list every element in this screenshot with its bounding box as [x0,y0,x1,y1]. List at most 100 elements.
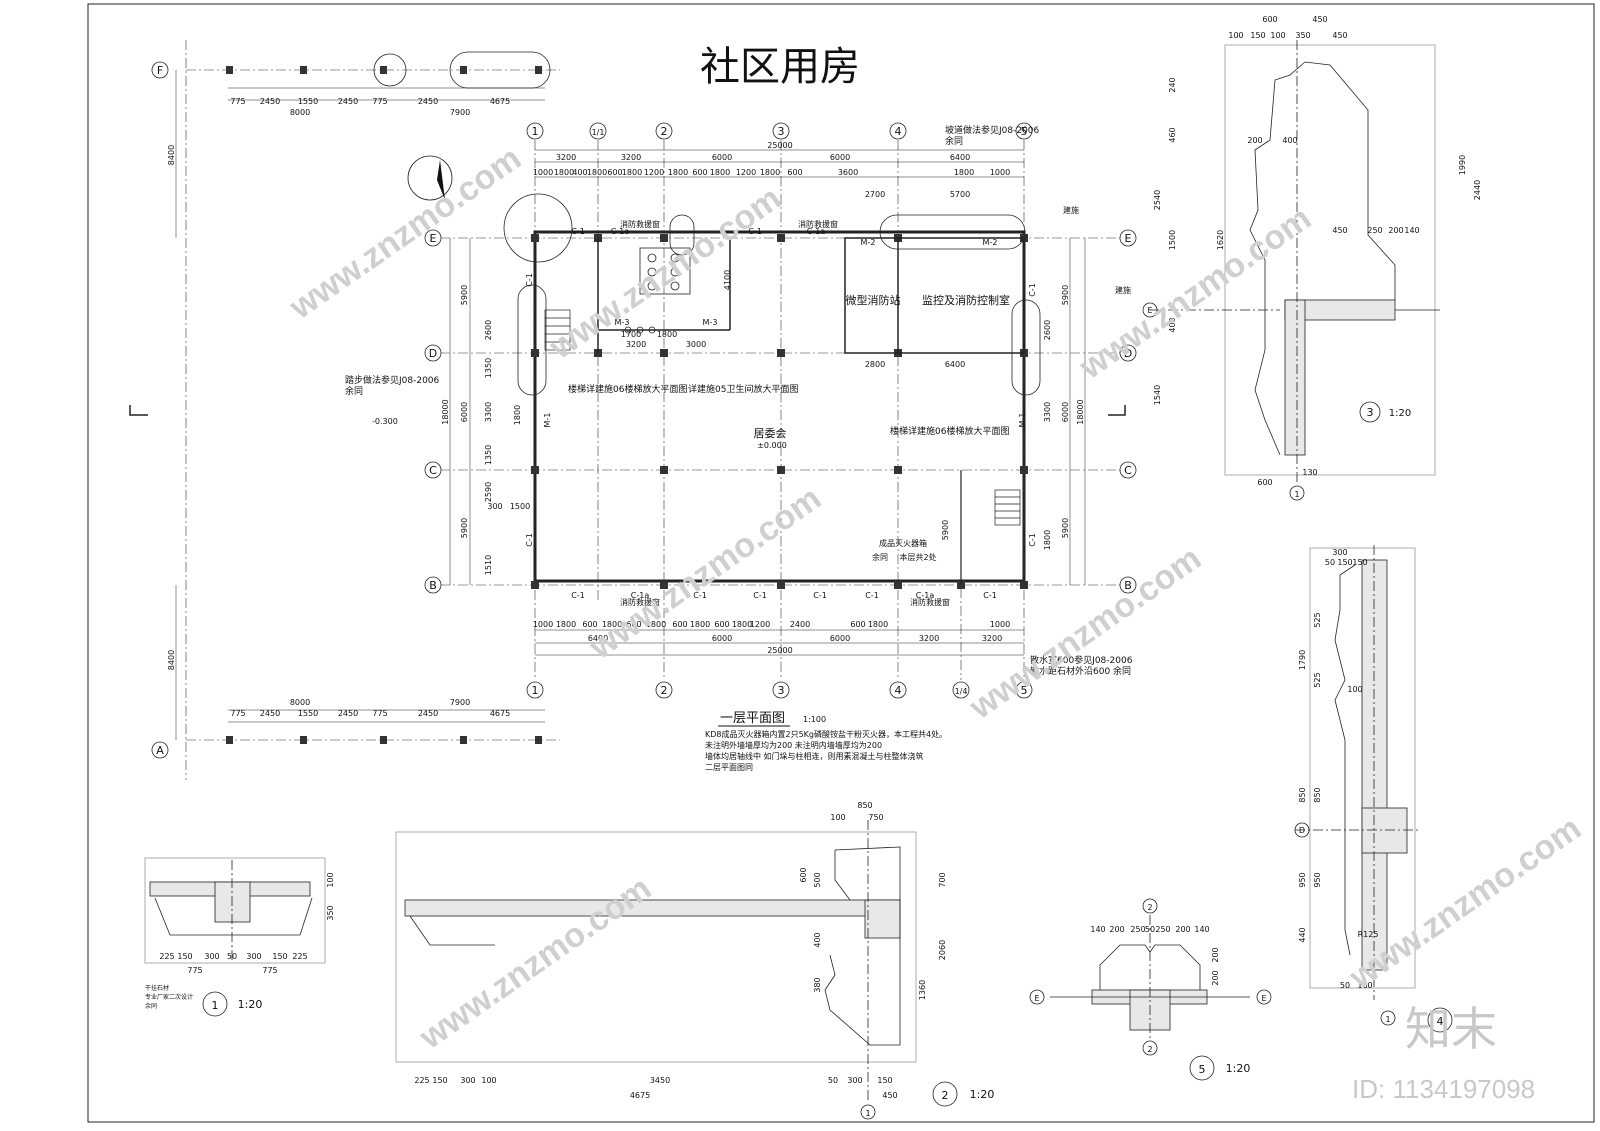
door-tag: M-1 [543,413,552,428]
detail2-dim: 300 [847,1076,862,1085]
detail4-dim: 300 [1332,548,1347,557]
note-line: KD8成品灭火器箱内置2只5Kg磷酸铵盐干粉灭火器，本工程共4处。 [705,729,947,739]
plan-label: 一层平面图 [720,711,785,726]
window-tag: C-1 [865,591,879,600]
dim-lower-small: 1000 [533,620,553,629]
dim-bottom-span: 6000 [712,634,732,643]
detail4-dim: 950 [1298,872,1307,887]
dim-outer-row: 2450 [418,97,438,106]
detail5-axis: 2 [1147,903,1152,912]
axis-row-B-right: B [1124,579,1132,592]
dim-misc: 2590 [484,482,493,502]
detail5-axis: 2 [1147,1045,1152,1054]
detail3-dim: 1540 [1153,385,1162,405]
dim-upper-small: 1800 [587,168,607,177]
extinguisher-note: 余同 [872,552,888,562]
plan-caption: 一层平面图 1:100 KD8成品灭火器箱内置2只5Kg磷酸铵盐干粉灭火器，本工… [705,711,947,772]
detail5-scale: 1:20 [1226,1062,1251,1075]
dim-top-span: 6400 [950,153,970,162]
window-tag: C-1 [571,227,585,236]
dim-room: 2800 [865,360,885,369]
detail1-dim: 775 [262,966,277,975]
elevation-mark: ±0.000 [757,441,787,450]
dim-lower-small: 600 [714,620,729,629]
ref-apron: 散水宽600参见J08-2006 [1030,654,1133,666]
detail-4 [1294,545,1453,1033]
detail2-axis: 1 [865,1109,870,1118]
dim-misc: 1510 [484,555,493,575]
ref-mark: 建施 [1115,285,1131,295]
dim-upper-small: 1800 [954,168,974,177]
detail3-scale: 1:20 [1389,408,1411,419]
detail2-dim: 150 [432,1076,447,1085]
elevation-outside: -0.300 [372,417,398,426]
dim-top-span: 3200 [556,153,576,162]
room-labels: 微型消防站 监控及消防控制室 居委会 ±0.000 成品灭火器箱 余同 本层共2… [620,219,1010,607]
dim-upper-small: 1000 [990,168,1010,177]
detail3-dim: 2440 [1473,180,1482,200]
dim-upper-small: 1800 [622,168,642,177]
dim-upper-small: 1800 [710,168,730,177]
dim-bottom-total: 25000 [767,646,792,655]
detail1-dim: 350 [326,905,335,920]
axis-row-E: E [430,232,437,245]
dim-bottom-span: 3200 [919,634,939,643]
ref-step: 踏步做法参见J08-2006 [345,374,440,386]
ref-stair-right: 楼梯详建施06楼梯放大平面图 [890,425,1009,437]
dim-outer-h2: 7900 [450,108,470,117]
dim-misc: 1800 [513,405,522,425]
detail5-dim: 140 [1194,925,1209,934]
detail2-dim: 400 [813,932,822,947]
detail5-dim: 200 [1175,925,1190,934]
detail1-note: 专业厂家二次设计 [145,993,193,1001]
dim-outer-row: 775 [230,709,245,718]
detail1-number: 1 [212,999,219,1012]
room-committee: 居委会 [754,427,787,440]
detail4-axis: D [1299,826,1305,835]
detail3-dim: 150 [1250,31,1265,40]
detail5-number: 5 [1199,1063,1206,1076]
detail3-axis: 1 [1294,490,1299,499]
dim-upper-small: 1200 [736,168,756,177]
axis-row-D-right: D [1124,347,1132,360]
door-tag: M-2 [983,238,998,247]
window-tag: C-1a [807,227,826,236]
room-monitor: 监控及消防控制室 [922,293,1010,307]
smoke-window-label: 消防救援窗 [910,597,950,607]
detail5-dim: 250 [1155,925,1170,934]
detail1-note: 干挂石材 [145,984,169,992]
detail2-dim: 100 [481,1076,496,1085]
image-id: ID: 1134197098 [1352,1074,1535,1104]
detail2-dim: 150 [877,1076,892,1085]
detail4-dim: 150 [1337,558,1352,567]
window-tag: C-1 [693,591,707,600]
detail1-dim: 50 [227,952,237,961]
dim-misc: 1700 [621,330,641,339]
dim-misc: 5900 [941,520,950,540]
axis-bubbles [151,61,1137,759]
detail-2 [395,820,958,1120]
dim-outer-row: 1550 [298,709,318,718]
detail1-dim: 150 [272,952,287,961]
dim-upper-small: 600 [607,168,622,177]
detail4-dim: 440 [1298,927,1307,942]
dim-misc: 1800 [657,330,677,339]
detail-3 [1142,40,1440,501]
detail4-dim: 160 [1357,981,1372,990]
window-tag: C-1 [1028,533,1037,547]
smoke-window-label: 消防救援窗 [620,219,660,229]
dim-outer-row: 775 [372,97,387,106]
ref-apron-2: 散水距石材外沿600 余同 [1030,665,1131,677]
axis-row-F: F [157,64,163,77]
dim-misc: 2600 [484,320,493,340]
dim-outer-row: 2450 [260,97,280,106]
door-tag: M-1 [1018,413,1027,428]
dim-misc: 1350 [484,358,493,378]
detail-5 [1029,898,1272,1081]
dim-upper-small: 1800 [668,168,688,177]
window-tag: C-1 [571,591,585,600]
detail2-dim: 300 [460,1076,475,1085]
dim-lower-small: 1200 [750,620,770,629]
axis-bottom-4: 4 [895,684,902,697]
dim-outer-row: 775 [230,97,245,106]
